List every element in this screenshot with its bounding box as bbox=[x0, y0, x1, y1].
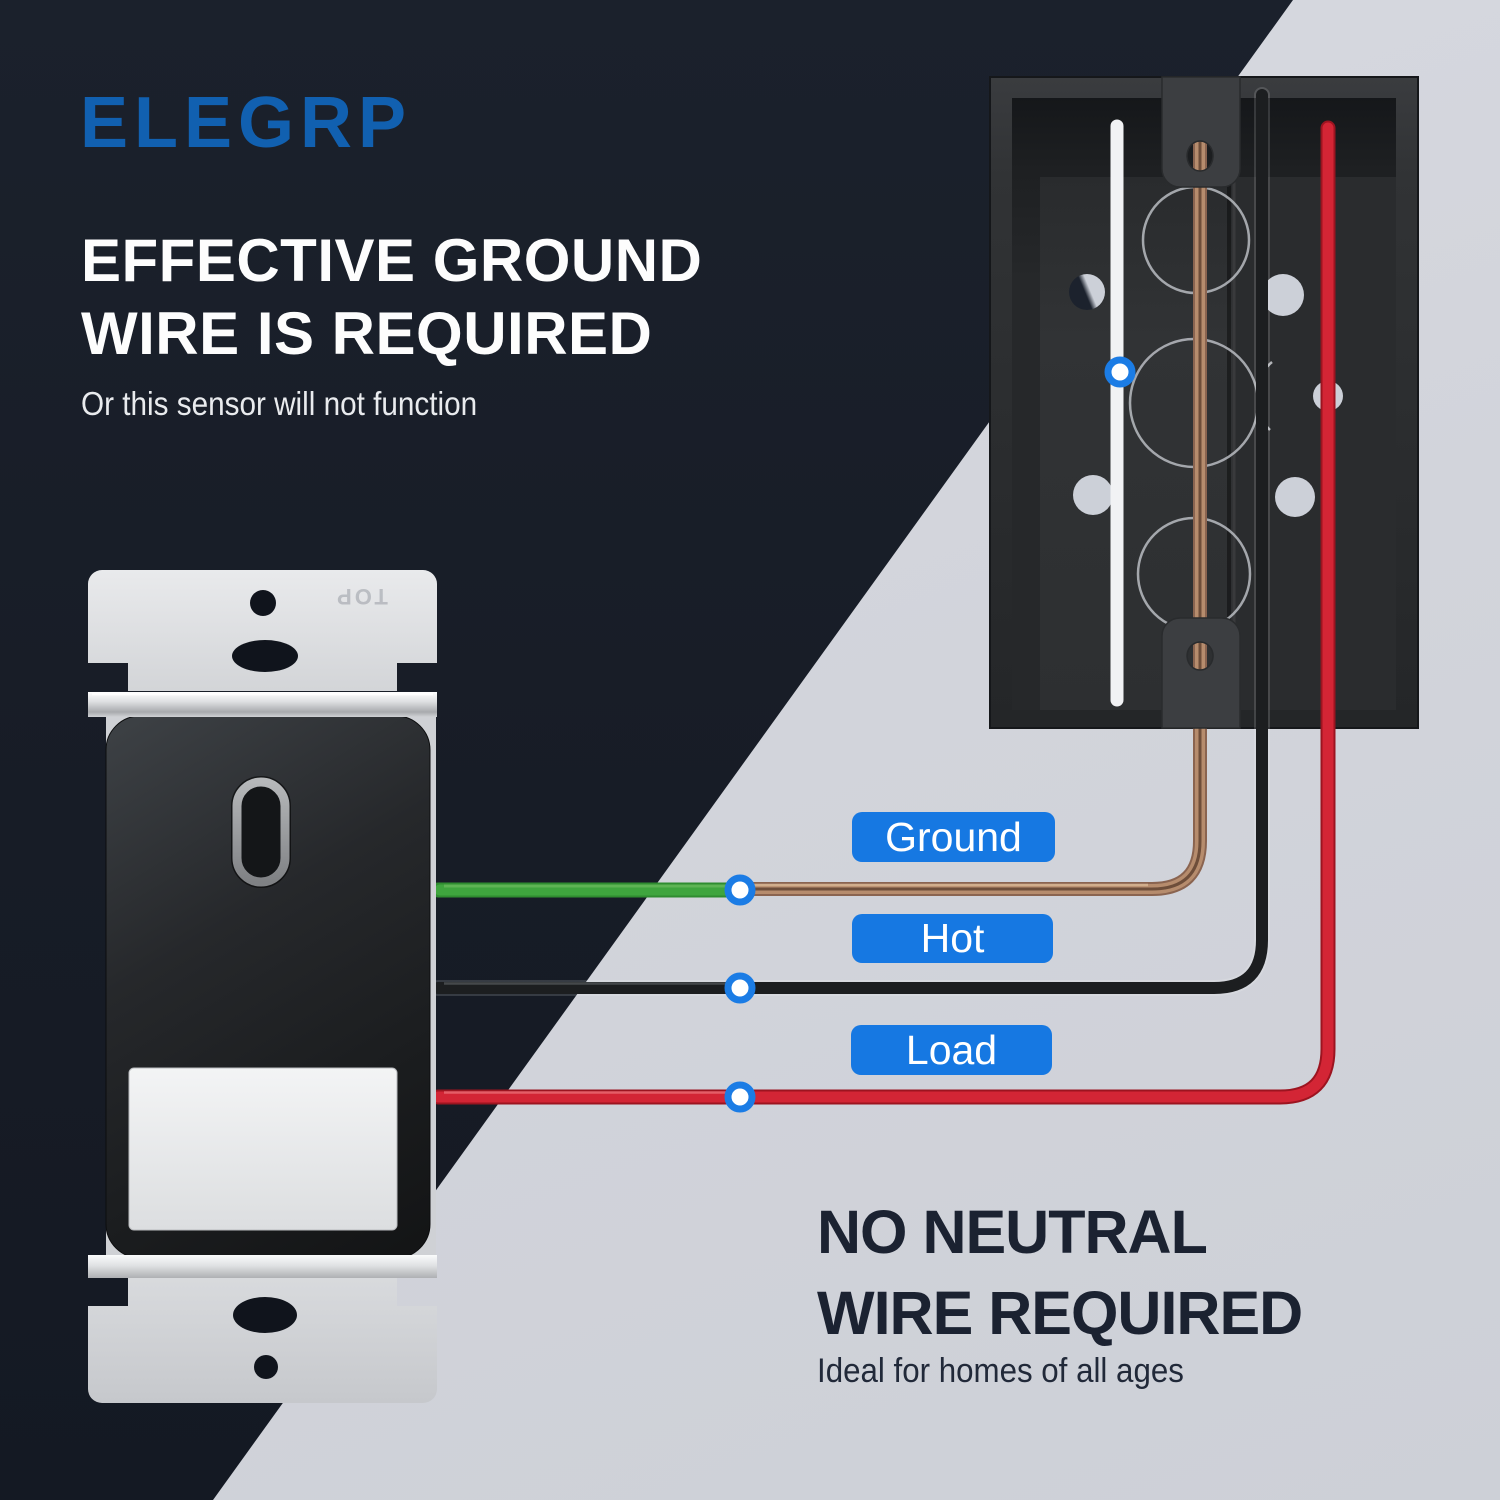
brand-logo: ELEGRP bbox=[80, 83, 413, 163]
ground-wire-label: Ground bbox=[852, 812, 1055, 862]
mounting-strap-top bbox=[88, 570, 437, 691]
bottom-note: NO NEUTRAL WIRE REQUIRED bbox=[817, 1192, 1303, 1354]
hot-connector-dot bbox=[724, 972, 756, 1004]
copper-ground-wire bbox=[733, 91, 1207, 896]
hot-wire-label: Hot bbox=[852, 914, 1053, 963]
hot-black-wire bbox=[430, 87, 1270, 996]
box-mounting-tabs bbox=[1161, 76, 1241, 729]
mounting-strap-bottom bbox=[88, 1278, 437, 1403]
sensor-lens bbox=[128, 1067, 398, 1231]
headline: EFFECTIVE GROUND WIRE IS REQUIRED bbox=[81, 224, 702, 370]
strap-fold-top bbox=[88, 692, 437, 717]
strap-fold-bottom bbox=[88, 1255, 437, 1278]
box-bottom-tab bbox=[1161, 617, 1241, 729]
bottom-note-line1: NO NEUTRAL bbox=[817, 1198, 1208, 1266]
strap-top-marking: TOP bbox=[334, 584, 388, 609]
load-wire-label: Load bbox=[851, 1025, 1052, 1075]
motion-sensor-switch: TOP bbox=[88, 570, 437, 1403]
wire-connector-dots bbox=[724, 874, 756, 1113]
bottom-note-line2: WIRE REQUIRED bbox=[817, 1279, 1303, 1347]
box-top-tab bbox=[1161, 76, 1241, 188]
headline-line2: WIRE IS REQUIRED bbox=[81, 300, 653, 367]
strap-screw-holes bbox=[232, 590, 298, 1379]
ground-green-wire bbox=[430, 882, 750, 898]
led-indicator bbox=[232, 777, 290, 887]
headline-subtitle: Or this sensor will not function bbox=[81, 385, 478, 422]
bottom-note-subtitle: Ideal for homes of all ages bbox=[817, 1352, 1184, 1390]
load-red-wire bbox=[430, 120, 1336, 1105]
load-connector-dot bbox=[724, 1081, 756, 1113]
wires bbox=[430, 87, 1336, 1113]
neutral-wire-connector-dot bbox=[1104, 356, 1136, 388]
headline-line1: EFFECTIVE GROUND bbox=[81, 227, 703, 294]
ground-connector-dot bbox=[724, 874, 756, 906]
